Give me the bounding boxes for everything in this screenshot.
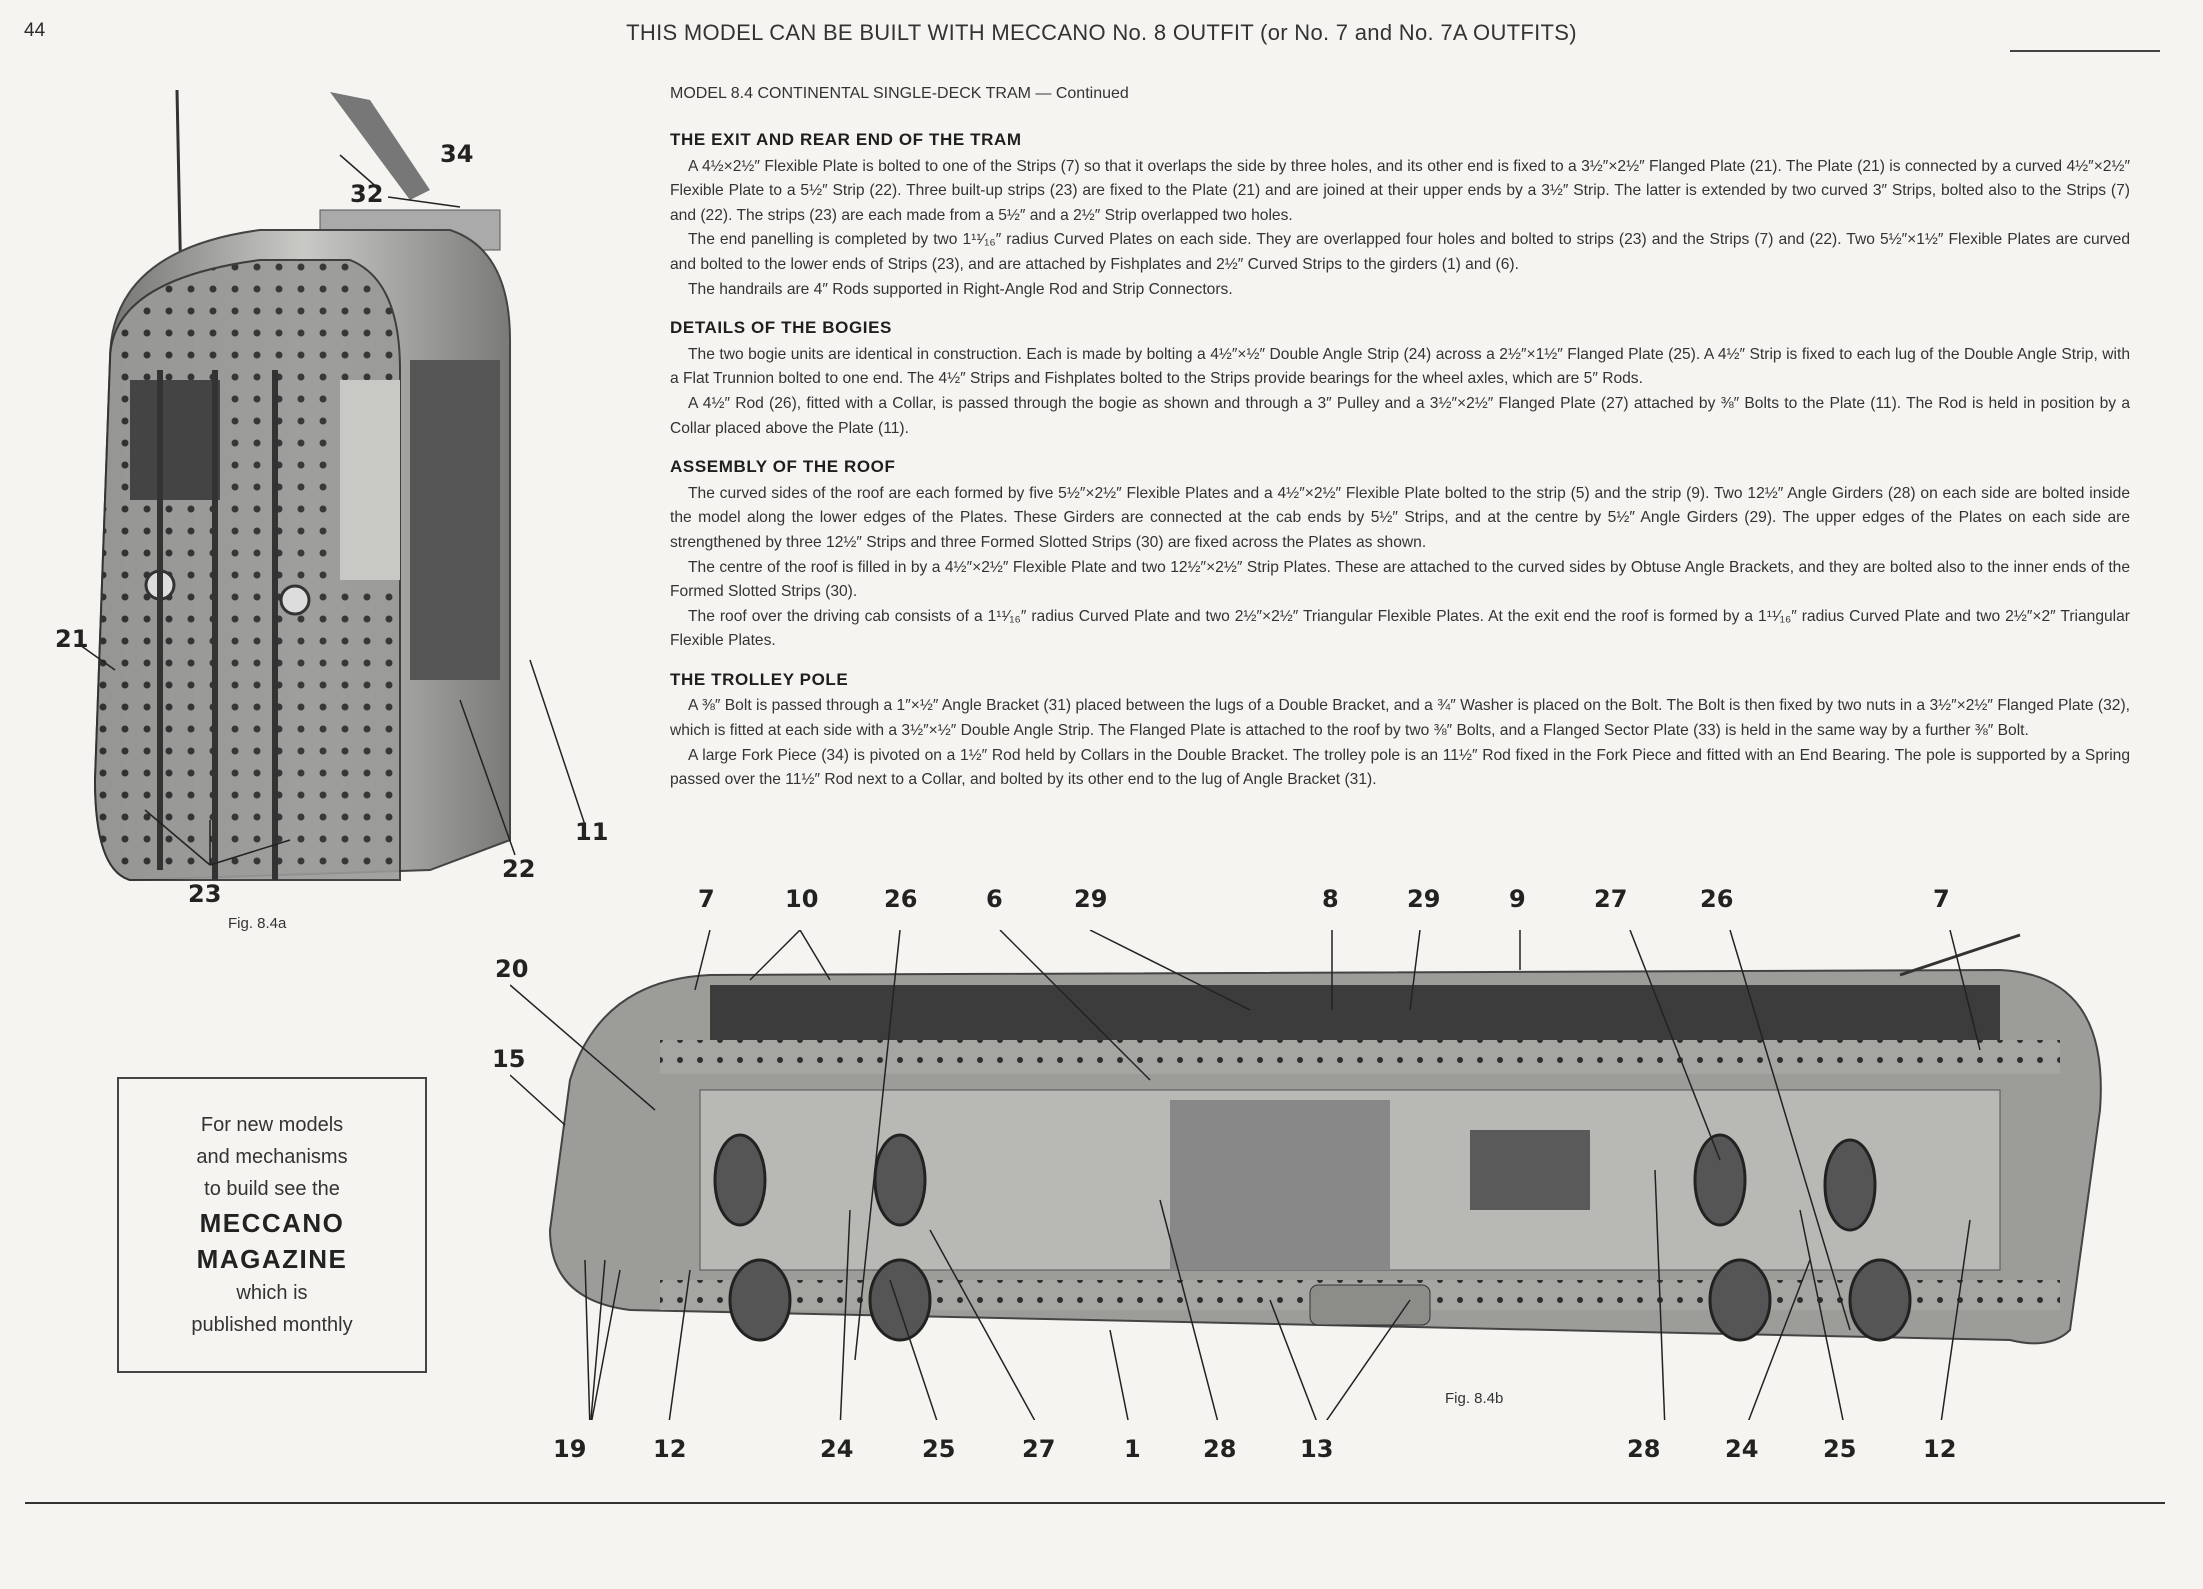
instructions-text: THE EXIT AND REAR END OF THE TRAM A 4½×2… bbox=[670, 128, 2130, 807]
paragraph: The roof over the driving cab consists o… bbox=[670, 607, 2130, 650]
promo-title: MECCANO bbox=[199, 1208, 345, 1238]
callout-label: 27 bbox=[1594, 885, 1628, 913]
promo-text: and mechanisms bbox=[196, 1146, 348, 1168]
callout-label: 28 bbox=[1203, 1435, 1237, 1463]
bottom-rule bbox=[25, 1502, 2165, 1504]
paragraph: The handrails are 4″ Rods supported in R… bbox=[688, 280, 1233, 298]
callout-label: 12 bbox=[1923, 1435, 1957, 1463]
paragraph: The centre of the roof is filled in by a… bbox=[670, 558, 2130, 601]
callout-label: 8 bbox=[1322, 885, 1339, 913]
callout-label: 6 bbox=[986, 885, 1003, 913]
callout-label: 23 bbox=[188, 880, 222, 908]
callout-label: 26 bbox=[1700, 885, 1734, 913]
figure-8-4b-illustration bbox=[510, 930, 2102, 1420]
paragraph: A 4½″ Rod (26), fitted with a Collar, is… bbox=[670, 394, 2130, 437]
callout-label: 29 bbox=[1074, 885, 1108, 913]
paragraph: The end panelling is completed by two 1¹… bbox=[670, 231, 2130, 273]
callout-label: 1 bbox=[1124, 1435, 1141, 1463]
callout-label: 11 bbox=[575, 818, 609, 846]
callout-label: 10 bbox=[785, 885, 819, 913]
promo-text: For new models bbox=[200, 1114, 344, 1136]
paragraph: The two bogie units are identical in con… bbox=[670, 345, 2130, 388]
paragraph: A large Fork Piece (34) is pivoted on a … bbox=[670, 746, 2130, 789]
page-number: 44 bbox=[24, 20, 46, 41]
section-trolley-pole: THE TROLLEY POLE A ⅜″ Bolt is passed thr… bbox=[670, 668, 2130, 793]
section-heading: THE EXIT AND REAR END OF THE TRAM bbox=[670, 130, 1022, 149]
figure-caption: Fig. 8.4b bbox=[1445, 1390, 1504, 1407]
callout-label: 7 bbox=[698, 885, 715, 913]
callout-label: 29 bbox=[1407, 885, 1441, 913]
section-heading: THE TROLLEY POLE bbox=[670, 669, 849, 689]
header-rule bbox=[2010, 50, 2160, 52]
callout-label: 20 bbox=[495, 955, 529, 983]
callout-label: 27 bbox=[1022, 1435, 1056, 1463]
paragraph: A 4½×2½″ Flexible Plate is bolted to one… bbox=[670, 157, 2130, 224]
callout-label: 28 bbox=[1627, 1435, 1661, 1463]
section-bogies: DETAILS OF THE BOGIES The two bogie unit… bbox=[670, 316, 2130, 441]
page-header: THIS MODEL CAN BE BUILT WITH MECCANO No.… bbox=[626, 20, 1577, 45]
callout-label: 22 bbox=[502, 855, 536, 883]
section-heading: DETAILS OF THE BOGIES bbox=[670, 318, 892, 338]
promo-text: published monthly bbox=[191, 1314, 353, 1336]
section-heading: ASSEMBLY OF THE ROOF bbox=[670, 457, 896, 477]
callout-label: 19 bbox=[553, 1435, 587, 1463]
promo-text: which is bbox=[236, 1282, 308, 1304]
callout-label: 21 bbox=[55, 625, 89, 653]
callout-label: 12 bbox=[653, 1435, 687, 1463]
promo-text: to build see the bbox=[204, 1178, 340, 1200]
callout-label: 25 bbox=[922, 1435, 956, 1463]
callout-label: 9 bbox=[1509, 885, 1526, 913]
callout-label: 24 bbox=[820, 1435, 854, 1463]
model-subtitle: MODEL 8.4 CONTINENTAL SINGLE-DECK TRAM —… bbox=[670, 85, 1129, 102]
figure-caption: Fig. 8.4a bbox=[228, 915, 287, 932]
callout-label: 25 bbox=[1823, 1435, 1857, 1463]
section-roof: ASSEMBLY OF THE ROOF The curved sides of… bbox=[670, 455, 2130, 654]
figure-8-4a-illustration bbox=[79, 89, 586, 882]
promo-title: MAGAZINE bbox=[196, 1244, 348, 1274]
callout-label: 26 bbox=[884, 885, 918, 913]
meccano-magazine-box: For new models and mechanisms to build s… bbox=[117, 1077, 427, 1373]
callout-label: 15 bbox=[492, 1045, 526, 1073]
paragraph: The curved sides of the roof are each fo… bbox=[670, 484, 2130, 551]
callout-label: 32 bbox=[350, 180, 384, 208]
section-exit-rear: THE EXIT AND REAR END OF THE TRAM A 4½×2… bbox=[670, 128, 2130, 302]
callout-label: 24 bbox=[1725, 1435, 1759, 1463]
paragraph: A ⅜″ Bolt is passed through a 1″×½″ Angl… bbox=[670, 697, 2130, 740]
callout-label: 13 bbox=[1300, 1435, 1334, 1463]
callout-label: 7 bbox=[1933, 885, 1950, 913]
callout-label: 34 bbox=[440, 140, 474, 168]
